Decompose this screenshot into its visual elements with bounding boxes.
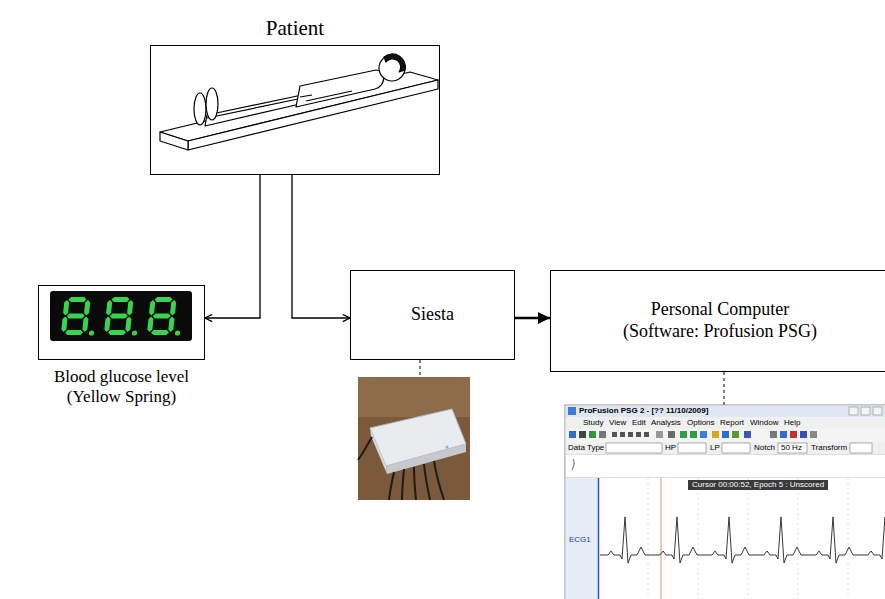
window-frame [565, 405, 885, 599]
field-label: Data Type [568, 444, 604, 452]
app-icon [568, 407, 576, 415]
patient-legs [205, 95, 302, 126]
patient-arm [306, 91, 352, 101]
tool-bar [566, 430, 885, 442]
channel-divider [598, 478, 600, 599]
menu-item: Report [720, 419, 744, 427]
photo-background [358, 377, 470, 500]
channel-name: ECG1 [569, 536, 591, 544]
window-title: ProFusion PSG 2 - [?? 11/10/2009] [579, 407, 708, 415]
glucose-display [50, 291, 192, 341]
leg-line [207, 99, 298, 118]
patient-illustration [160, 54, 438, 150]
box-label: Siesta [411, 304, 454, 326]
display-digits [61, 297, 184, 336]
device-side [370, 428, 387, 474]
dashed-leader [724, 372, 725, 405]
siesta-device-photo [358, 377, 470, 500]
device-led [446, 446, 449, 449]
box-heading: Blood glucose level (Yellow Spring) [42, 367, 202, 408]
device-front [386, 444, 466, 474]
box-label: Personal Computer (Software: Profusion P… [618, 299, 823, 342]
field-label: LP [710, 444, 720, 452]
window-button [849, 407, 858, 415]
menu-item: Study [583, 419, 603, 427]
option-bar [566, 442, 885, 455]
menu-item: Analysis [651, 419, 681, 427]
toolbar-icons [569, 431, 817, 438]
menu-item: View [609, 419, 626, 427]
process-box: Personal Computer (Software: Profusion P… [550, 270, 885, 372]
menu-item: Help [784, 419, 800, 427]
instrument-box: Blood glucose level (Yellow Spring) [38, 285, 205, 360]
patient-torso [296, 70, 384, 107]
row-mark [572, 459, 574, 470]
patient-box: Patient [150, 45, 440, 175]
menu-item: Options [687, 419, 715, 427]
patient-foot [194, 93, 206, 125]
mattress-end [160, 132, 188, 150]
patient-waist [300, 95, 312, 97]
patient-foot [206, 88, 218, 120]
dashed-leader [420, 360, 421, 377]
title-bar [566, 406, 885, 418]
field-label: Notch [754, 444, 775, 452]
patient-hair [384, 54, 405, 72]
software-screenshot [565, 405, 885, 599]
display-panel [50, 291, 192, 341]
annotation-row [566, 455, 885, 478]
menu-bar [566, 418, 885, 430]
field-label: HP [665, 444, 676, 452]
menu-item: Window [750, 419, 778, 427]
combo-boxes [606, 443, 872, 453]
field-label: Transform [811, 444, 847, 452]
ecg-trace [600, 517, 885, 563]
window-button [873, 407, 882, 415]
cursor-status: Cursor 00:00:52, Epoch 5 : Unscored [688, 480, 828, 490]
channel-gutter [566, 478, 599, 599]
connector-arrow [515, 317, 550, 320]
process-box: Siesta [350, 270, 515, 360]
menu-item: Edit [632, 419, 646, 427]
connector-arrow [205, 175, 260, 318]
cursor-line [661, 478, 662, 599]
window-button [861, 407, 870, 415]
device-cables [358, 437, 444, 500]
connector-arrow [292, 175, 350, 318]
field-value: 50 Hz [781, 444, 802, 452]
box-heading: Patient [266, 16, 324, 41]
